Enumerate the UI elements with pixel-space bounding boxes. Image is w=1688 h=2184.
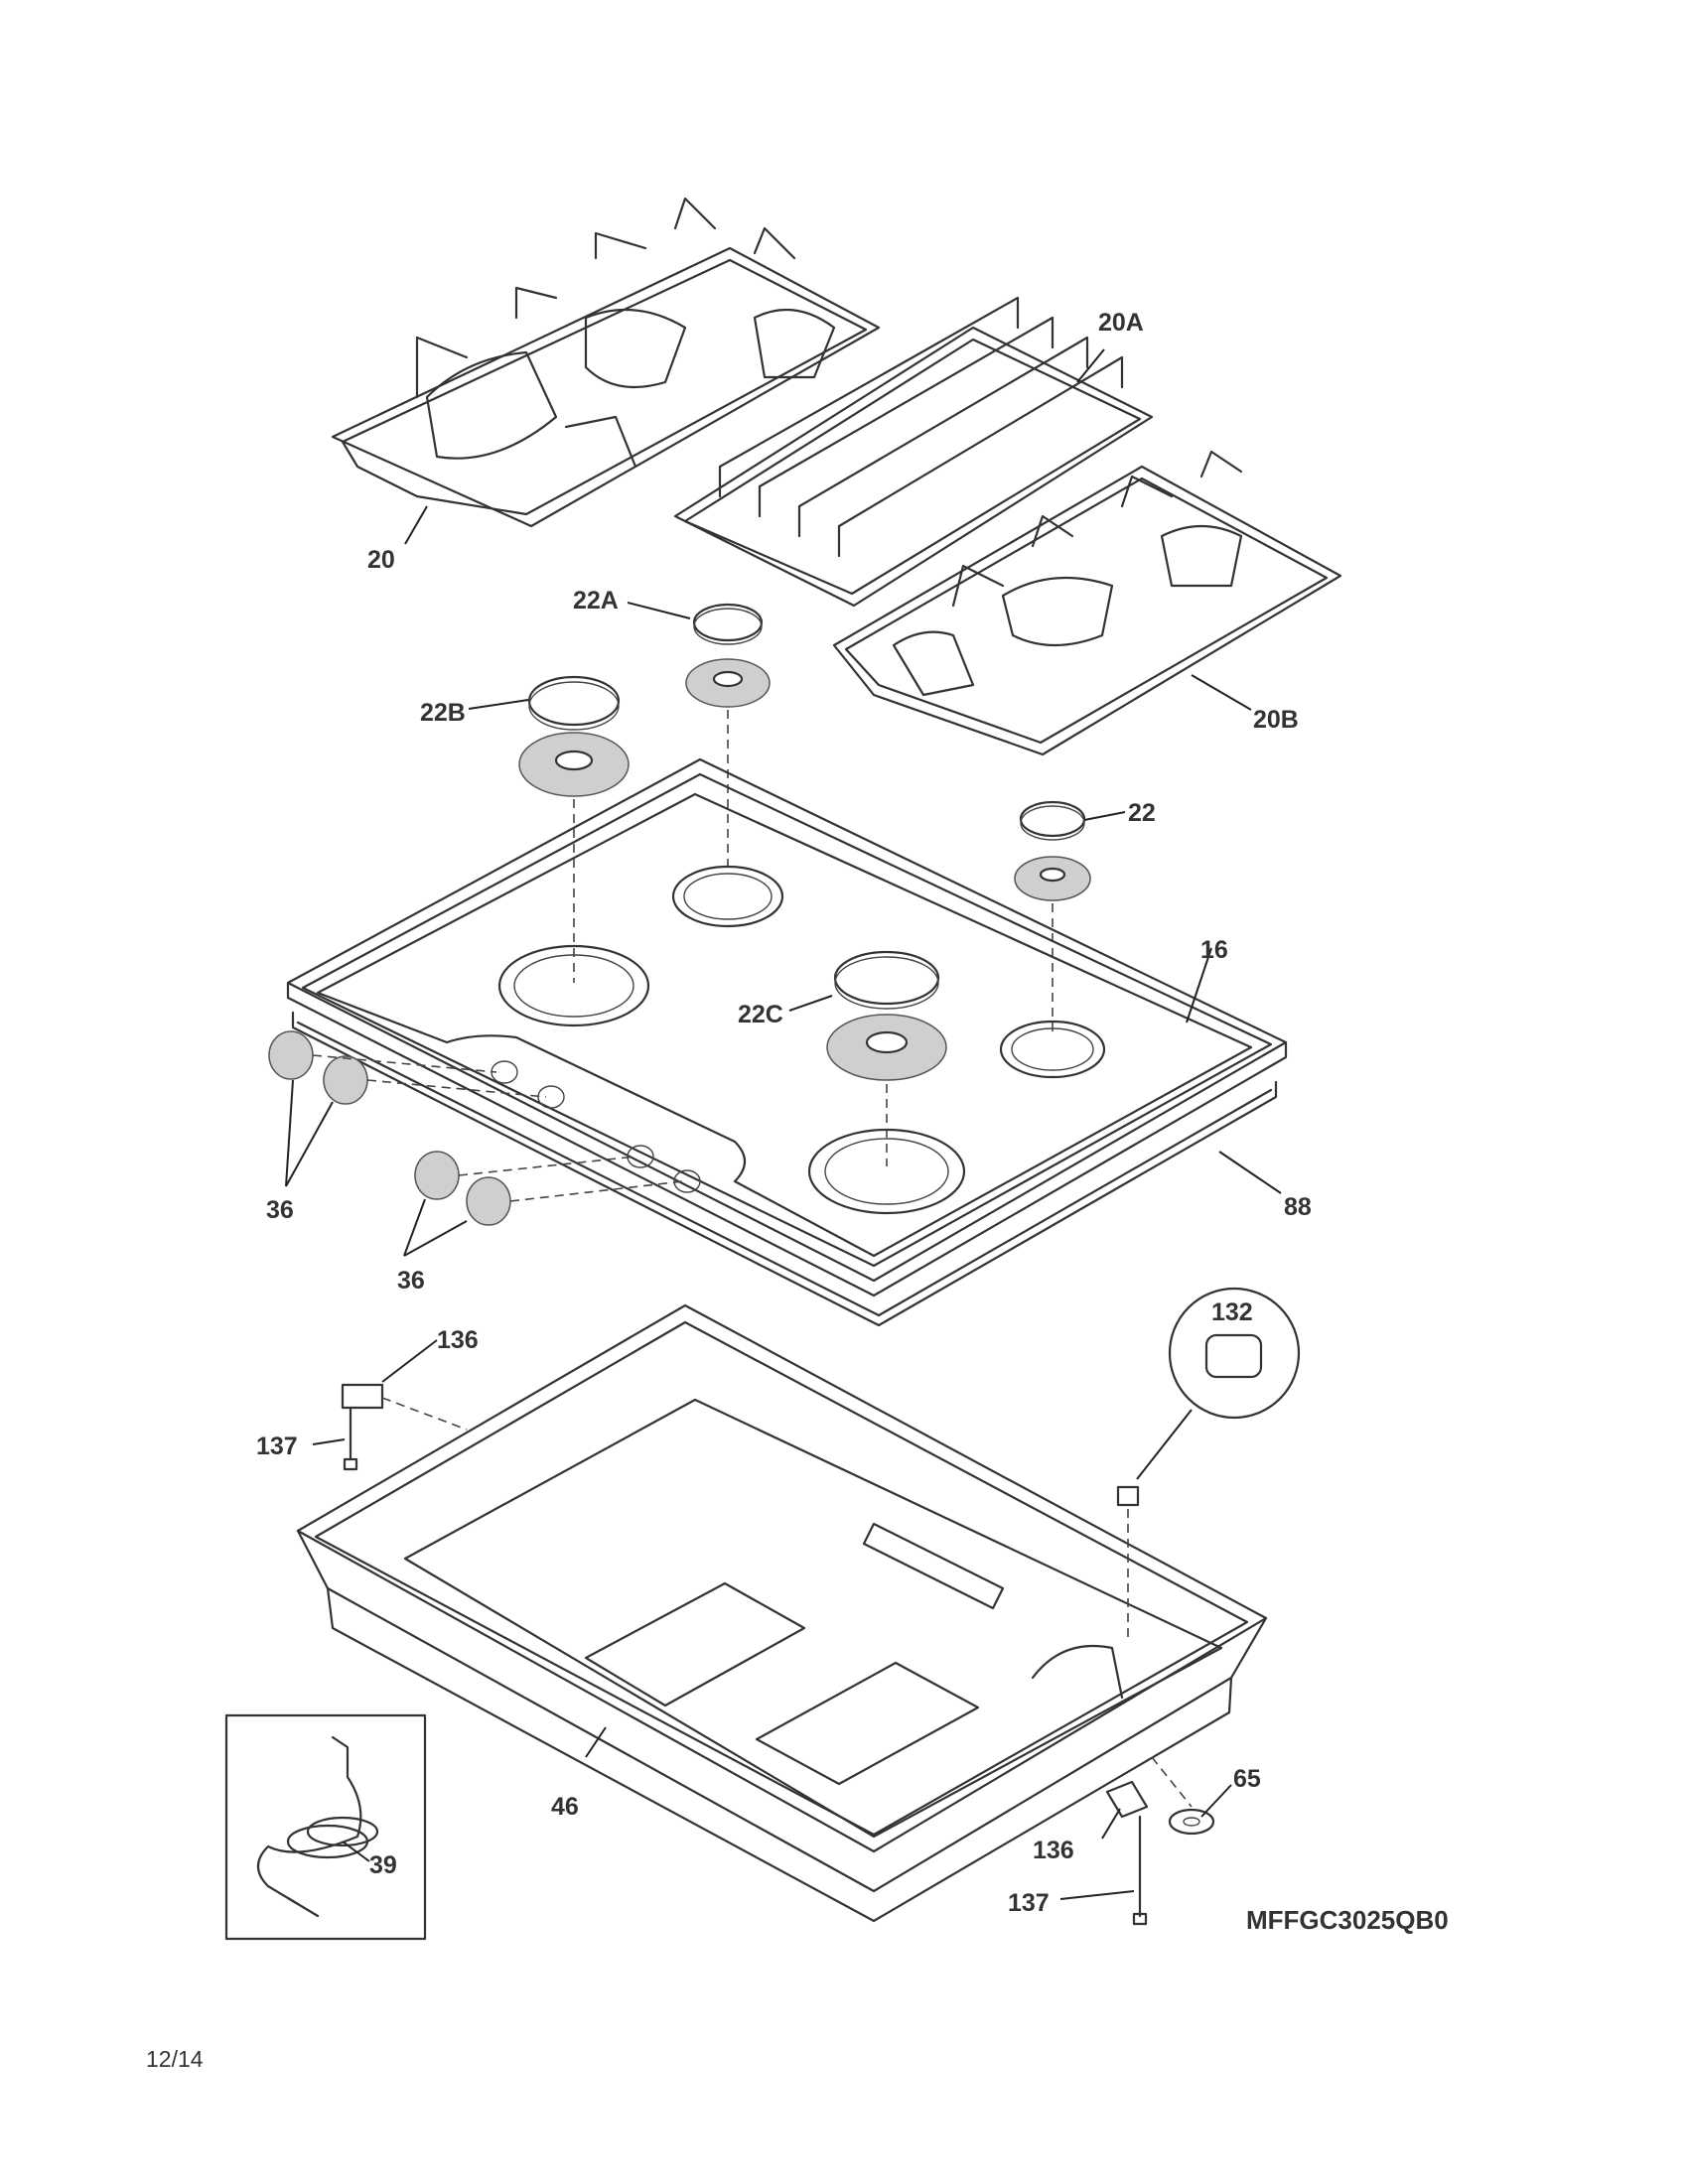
callout-88: 88 [1284,1193,1312,1221]
page-date: 12/14 [146,2046,204,2072]
screw-137-bottom [1132,1815,1148,1926]
burner-cap-22a [692,603,764,645]
detail-circle-132 [1136,1287,1301,1480]
callout-22: 22 [1128,799,1156,827]
knob-set-right [414,1151,684,1226]
grommet-132 [1116,1485,1140,1638]
callout-46: 46 [551,1793,579,1821]
grate-20b [832,450,1342,756]
callout-39: 39 [369,1851,397,1879]
leader-lines [285,348,1282,1900]
model-number: MFFGC3025QB0 [1246,1905,1449,1935]
callout-136-bottom: 136 [1033,1837,1074,1864]
callout-36-right: 36 [397,1267,425,1295]
callout-20a: 20A [1098,309,1144,337]
gasket-88 [291,1011,1278,1327]
grate-20 [331,197,881,528]
burner-head-22b [518,732,630,797]
callout-22a: 22A [573,587,619,614]
power-cord-detail-box [224,1713,427,1941]
cooktop-16 [286,757,1288,1297]
bracket-136-bottom [1105,1780,1149,1819]
burner-cap-22c [833,950,940,1010]
burner-cap-22 [1019,800,1086,841]
burner-head-22a [685,658,771,708]
burner-head-22 [1014,856,1091,901]
burner-cap-22b [527,675,621,731]
screw-137-top [343,1406,358,1471]
bracket-136-top [341,1383,384,1410]
seal-65 [1168,1808,1215,1836]
callout-20: 20 [367,546,395,574]
callout-137-bottom: 137 [1008,1889,1050,1917]
callout-137-top: 137 [256,1433,298,1460]
callout-20b: 20B [1253,706,1299,734]
callout-22b: 22B [420,699,466,727]
callout-136-top: 136 [437,1326,479,1354]
callout-22c: 22C [738,1001,783,1028]
callout-132: 132 [1211,1298,1253,1326]
grate-20a [673,296,1154,608]
burner-box-46 [296,1303,1268,1923]
callout-65: 65 [1233,1765,1261,1793]
burner-head-22c [826,1014,947,1081]
knob-set-left [268,1030,547,1105]
callout-36-left: 36 [266,1196,294,1224]
callout-16: 16 [1200,936,1228,964]
